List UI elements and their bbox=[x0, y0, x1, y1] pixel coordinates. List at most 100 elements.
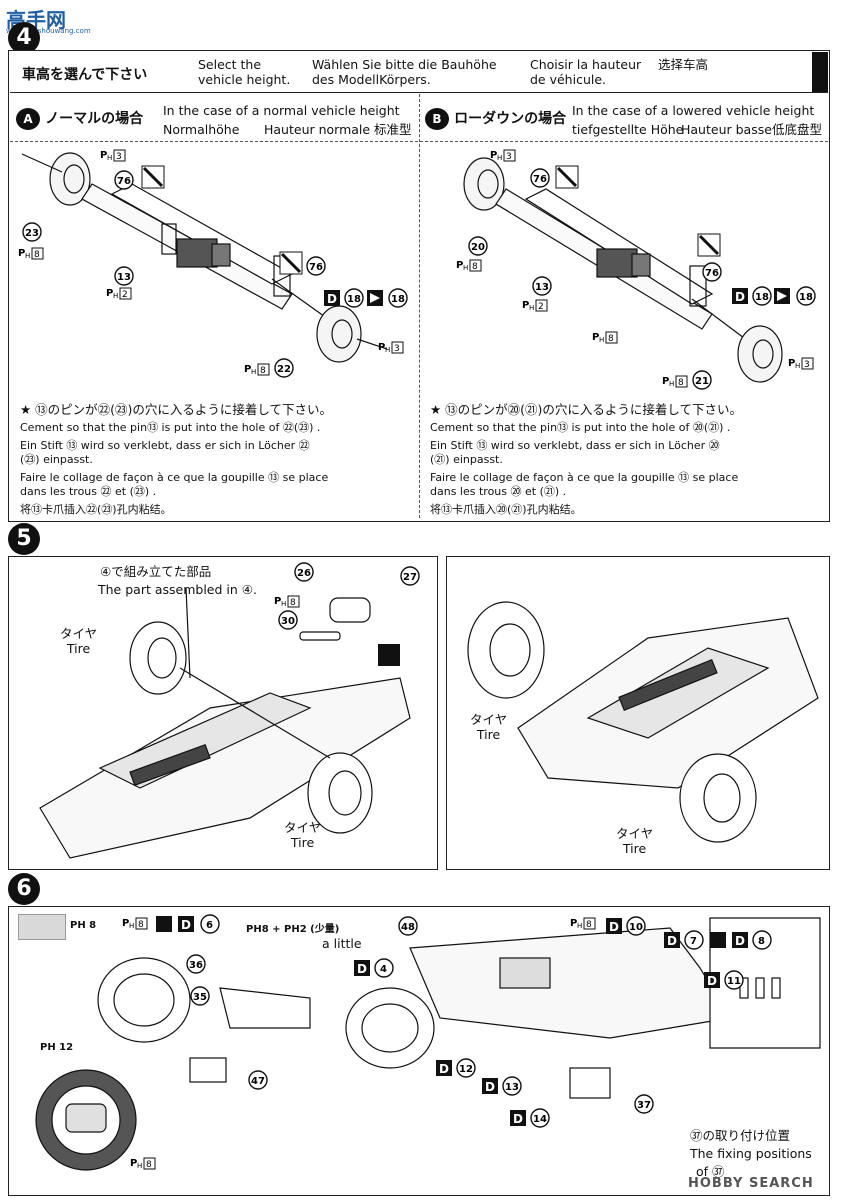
svg-text:H: H bbox=[251, 368, 256, 376]
panel-a-letter: A bbox=[16, 108, 40, 130]
step-6-number: 6 bbox=[8, 873, 40, 905]
panel-a-ja: ノーマルの場合 bbox=[45, 111, 144, 127]
step-4-number: 4 bbox=[8, 22, 40, 54]
svg-text:P: P bbox=[18, 248, 25, 259]
note-b-zh: 将⑬卡爪插入⑳(㉑)孔内粘结。 bbox=[430, 503, 582, 516]
svg-text:H: H bbox=[281, 600, 286, 608]
svg-text:P: P bbox=[522, 300, 529, 311]
svg-text:H: H bbox=[463, 264, 468, 272]
svg-text:P: P bbox=[490, 150, 497, 161]
svg-text:P: P bbox=[662, 376, 669, 387]
svg-text:8: 8 bbox=[608, 334, 614, 344]
svg-text:18: 18 bbox=[799, 292, 813, 303]
svg-text:D: D bbox=[357, 962, 367, 976]
svg-text:H: H bbox=[113, 292, 118, 300]
svg-text:P: P bbox=[244, 364, 251, 375]
panel-header-divider bbox=[10, 141, 828, 142]
header-de: Wählen Sie bitte die Bauhöhe des ModellK… bbox=[312, 57, 497, 87]
svg-text:21: 21 bbox=[695, 376, 709, 387]
svg-text:P: P bbox=[378, 342, 385, 353]
tire-label-left-front: タイヤ Tire bbox=[284, 820, 321, 850]
note-a-en: Cement so that the pin⑬ is put into the … bbox=[20, 421, 321, 434]
panel-a-de: Normalhöhe bbox=[163, 122, 240, 137]
svg-text:D: D bbox=[327, 292, 337, 306]
fix-ja: ㊲の取り付け位置 bbox=[690, 1128, 791, 1143]
note-b-fr: Faire le collage de façon à ce que la go… bbox=[430, 471, 739, 498]
tire-ja: タイヤ bbox=[616, 826, 654, 841]
panel-a-notes: ★ ⑬のピンが㉒(㉓)の穴に入るように接着して下さい。 Cement so th… bbox=[20, 402, 415, 517]
svg-text:P: P bbox=[106, 288, 113, 299]
svg-text:D: D bbox=[707, 974, 717, 988]
panel-b-de: tiefgestellte Höhe bbox=[572, 122, 684, 137]
note-a-fr: Faire le collage de façon à ce que la go… bbox=[20, 471, 329, 498]
step-5-chassis-right-drawing bbox=[467, 601, 819, 843]
svg-text:8: 8 bbox=[586, 920, 592, 930]
svg-text:3: 3 bbox=[394, 344, 400, 354]
svg-text:H: H bbox=[599, 336, 604, 344]
watermark-hobby-search: HOBBY SEARCH bbox=[688, 1176, 814, 1191]
svg-text:P: P bbox=[456, 260, 463, 271]
svg-text:30: 30 bbox=[281, 616, 295, 627]
svg-text:D: D bbox=[735, 290, 745, 304]
svg-text:2: 2 bbox=[538, 302, 544, 312]
panel-a-title: A ノーマルの場合 bbox=[16, 108, 143, 130]
svg-text:27: 27 bbox=[403, 572, 417, 583]
panel-b-title: B ローダウンの場合 bbox=[425, 108, 566, 130]
svg-text:8: 8 bbox=[34, 250, 40, 260]
fix-en2: of ㊲ bbox=[696, 1164, 725, 1179]
watermark-url: www.gaoshouwang.com bbox=[6, 27, 91, 35]
svg-text:18: 18 bbox=[347, 294, 361, 305]
header-ja: 車高を選んで下さい bbox=[22, 67, 148, 83]
svg-text:76: 76 bbox=[533, 174, 547, 185]
svg-text:H: H bbox=[497, 154, 502, 162]
header-black-tab bbox=[812, 52, 828, 92]
svg-text:D: D bbox=[735, 934, 745, 948]
svg-text:7: 7 bbox=[690, 936, 697, 947]
header-fr: Choisir la hauteur de véhicule. bbox=[530, 57, 642, 87]
svg-text:H: H bbox=[795, 362, 800, 370]
svg-text:48: 48 bbox=[401, 922, 415, 933]
svg-text:18: 18 bbox=[755, 292, 769, 303]
svg-text:H: H bbox=[669, 380, 674, 388]
svg-text:3: 3 bbox=[804, 360, 810, 370]
svg-text:D: D bbox=[439, 1062, 449, 1076]
svg-text:12: 12 bbox=[459, 1064, 473, 1075]
svg-text:37: 37 bbox=[637, 1100, 651, 1111]
panel-b-ja: ローダウンの場合 bbox=[454, 111, 567, 127]
note-b-en: Cement so that the pin⑬ is put into the … bbox=[430, 421, 731, 434]
tire-en: Tire bbox=[476, 727, 501, 742]
tire-label-right: タイヤ Tire bbox=[470, 712, 507, 742]
panel-a-fr: Hauteur normale bbox=[264, 122, 371, 137]
assembled-en: The part assembled in ④. bbox=[98, 582, 257, 597]
panel-b-letter: B bbox=[425, 108, 449, 130]
svg-text:8: 8 bbox=[138, 920, 144, 930]
svg-text:D: D bbox=[485, 1080, 495, 1094]
panel-a-zh: 标准型 bbox=[374, 122, 412, 137]
fix-en: The fixing positions bbox=[690, 1146, 812, 1161]
svg-text:D: D bbox=[609, 920, 619, 934]
svg-text:P: P bbox=[130, 1158, 137, 1169]
svg-text:20: 20 bbox=[471, 242, 485, 253]
assembled-ja: ④で組み立てた部品 bbox=[100, 564, 212, 579]
svg-text:13: 13 bbox=[535, 282, 549, 293]
svg-text:H: H bbox=[107, 154, 112, 162]
header-en: Select the vehicle height. bbox=[198, 57, 291, 87]
little-ja: PH8 + PH2 (少量) bbox=[246, 924, 340, 935]
note-a-ja: ★ ⑬のピンが㉒(㉓)の穴に入るように接着して下さい。 bbox=[20, 402, 333, 417]
svg-text:8: 8 bbox=[678, 378, 684, 388]
step-5-number: 5 bbox=[8, 523, 40, 555]
note-b-ja: ★ ⑬のピンが⑳(㉑)の穴に入るように接着して下さい。 bbox=[430, 402, 743, 417]
svg-text:P: P bbox=[592, 332, 599, 343]
panel-a-en: In the case of a normal vehicle height bbox=[163, 103, 400, 118]
svg-text:P: P bbox=[100, 150, 107, 161]
svg-text:47: 47 bbox=[251, 1076, 265, 1087]
tire-ja: タイヤ bbox=[470, 712, 508, 727]
svg-text:P: P bbox=[122, 918, 129, 929]
svg-text:8: 8 bbox=[472, 262, 478, 272]
svg-text:P: P bbox=[788, 358, 795, 369]
svg-text:6: 6 bbox=[206, 920, 213, 931]
svg-text:8: 8 bbox=[260, 366, 266, 376]
